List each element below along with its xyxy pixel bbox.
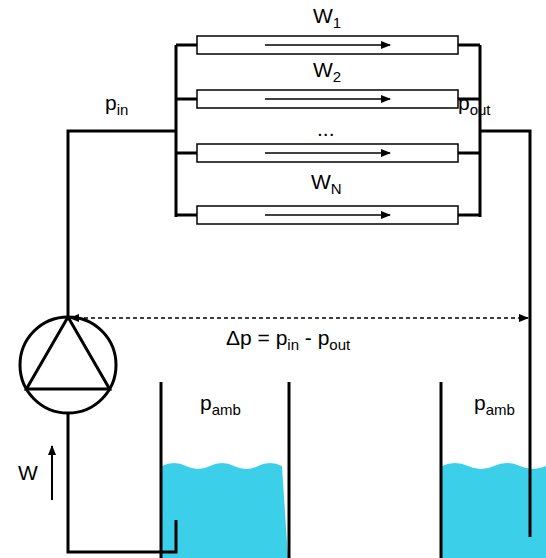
channel [197, 90, 458, 108]
tank-wall [160, 382, 163, 558]
pipe [458, 45, 480, 215]
channel [197, 206, 458, 224]
subscript: 1 [333, 15, 341, 30]
subscript: out [329, 337, 350, 352]
pipe [68, 413, 176, 552]
subscript: out [470, 102, 491, 117]
tank-wall [288, 382, 291, 558]
flow-arrow [265, 44, 390, 46]
ellipsis: ... [317, 118, 335, 139]
pump-symbol [20, 317, 116, 413]
pressure-difference-line [70, 317, 528, 319]
subscript: in [287, 337, 299, 352]
channel [197, 36, 458, 54]
pipe [68, 131, 176, 317]
pressure-label: p [474, 392, 486, 413]
flow-name: W [18, 462, 38, 483]
flow-arrow [51, 446, 53, 500]
tank-wall [440, 382, 443, 558]
pressure-label: p [200, 392, 212, 413]
water [162, 463, 288, 558]
subscript: 2 [333, 69, 341, 84]
pipe [480, 131, 530, 537]
subscript: in [117, 102, 129, 117]
pressure-difference: Δp = p [226, 327, 287, 348]
pressure-label: p [105, 92, 117, 113]
flow-name: W [311, 171, 331, 192]
flow-arrow [265, 214, 390, 216]
flow-name: W [313, 5, 333, 26]
subscript: amb [212, 402, 241, 417]
flow-arrow [265, 98, 390, 100]
pipe [176, 45, 197, 215]
flow-arrow [265, 152, 390, 154]
pump-symbol [26, 317, 109, 389]
subscript: amb [486, 402, 515, 417]
channel [197, 144, 458, 162]
flow-name: W [313, 59, 333, 80]
subscript: N [331, 181, 342, 196]
pressure-label: p [458, 92, 470, 113]
pressure-difference: - p [299, 327, 329, 348]
